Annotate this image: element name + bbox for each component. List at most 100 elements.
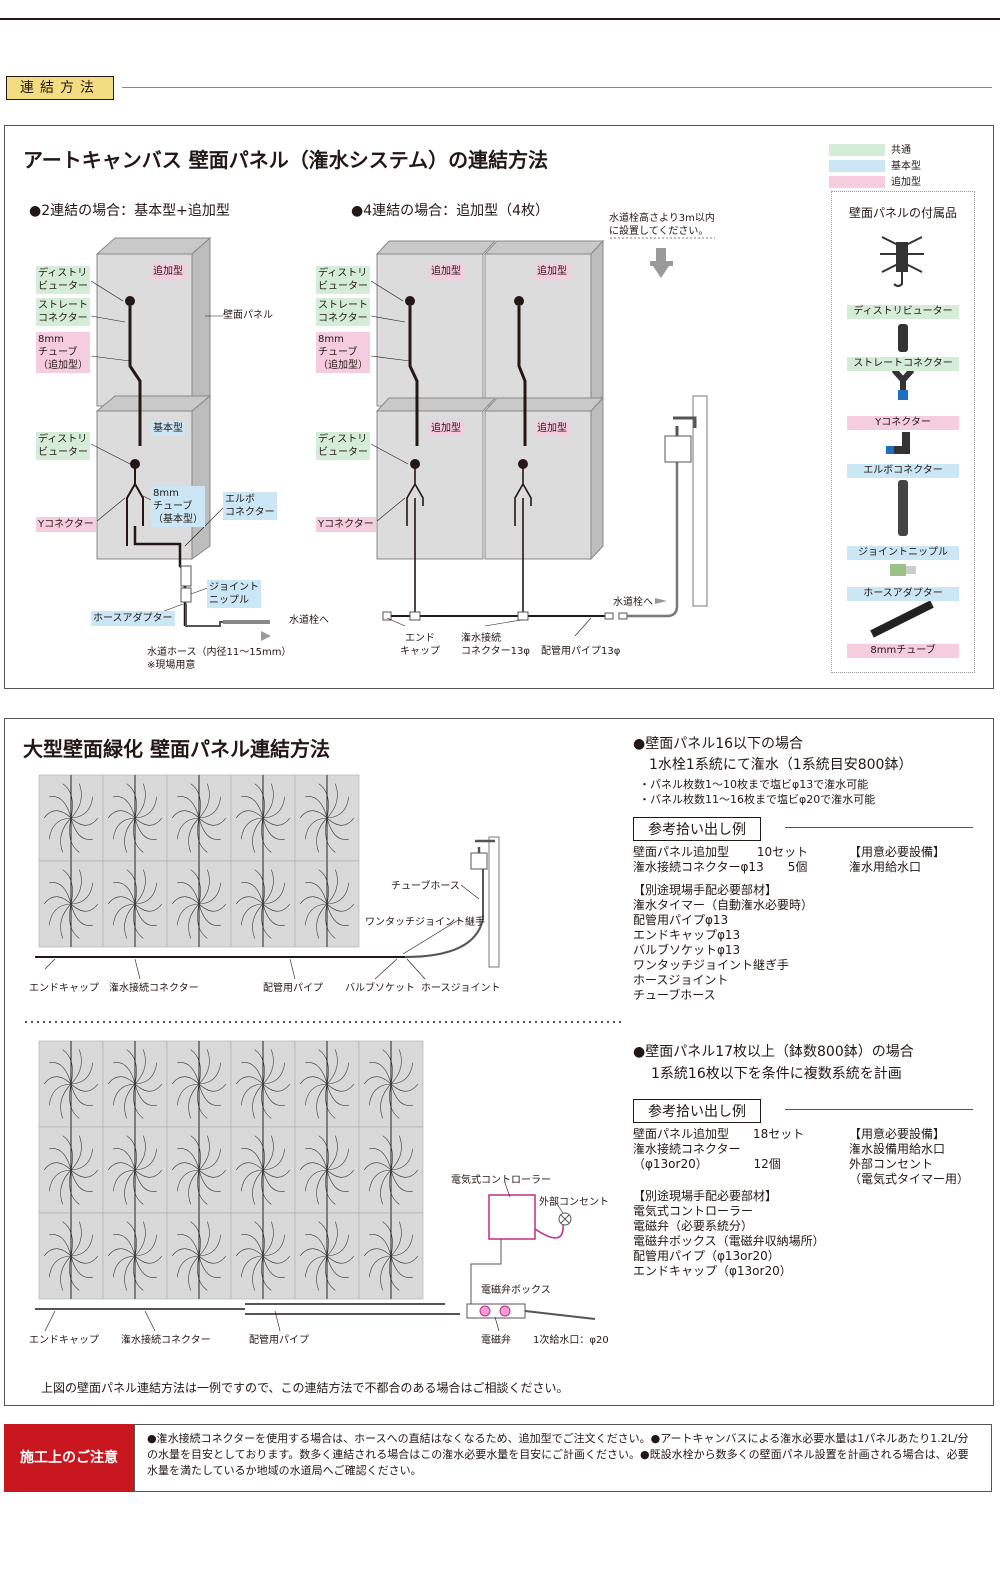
plant-sprig — [48, 1169, 72, 1192]
plant-sprig — [49, 796, 72, 819]
case2-to-tap-label: 水道栓へ — [289, 615, 329, 626]
plant-sprig — [188, 817, 200, 853]
plant-sprig — [254, 783, 265, 819]
plant-sprig — [62, 1049, 73, 1085]
plant-sprig — [369, 1062, 392, 1085]
plant-sprig — [60, 903, 72, 939]
plant-sprig — [262, 1169, 285, 1192]
plant-sprig — [134, 1255, 163, 1264]
plant-sprig — [262, 1234, 286, 1257]
plant-sprig — [240, 817, 264, 840]
plant-sprig — [62, 1135, 73, 1171]
plant-sprig — [43, 1162, 72, 1171]
plant-sprig — [390, 1169, 419, 1178]
case2-nipple-label: ジョイント ニップル — [207, 580, 261, 608]
plant-sprig — [318, 1221, 329, 1257]
plant-sprig — [70, 882, 94, 905]
case4-panels — [375, 239, 605, 561]
plant-sprig — [107, 1248, 136, 1257]
case2-straight-label: ストレート コネクター — [36, 298, 90, 326]
plant-sprig — [299, 1162, 328, 1171]
plant-sprig — [382, 1135, 393, 1171]
plant-sprig — [390, 1083, 413, 1106]
top-rule — [0, 18, 1000, 20]
distributor-icon — [880, 236, 924, 287]
plant-sprig — [43, 810, 72, 819]
plant-sprig — [43, 1248, 72, 1257]
plant-sprig — [113, 1234, 136, 1257]
case-a-heading2: 1水栓1系統にて潅水（1系統目安800鉢） — [649, 757, 913, 773]
plant-sprig — [126, 1049, 137, 1085]
legend-additional: 追加型 — [829, 174, 921, 190]
plant-sprig — [48, 903, 72, 926]
plant-sprig — [124, 1255, 136, 1291]
section-rule — [122, 87, 992, 88]
caution-label: 施工上のご注意 — [4, 1424, 134, 1492]
plant-sprig — [49, 1148, 72, 1171]
plant-sprig — [262, 1169, 291, 1178]
accessory-tube: 8mmチューブ — [847, 644, 959, 658]
plant-sprig — [188, 1169, 200, 1205]
case-b-ref-rule — [785, 1109, 973, 1110]
plant-sprig — [390, 1169, 413, 1192]
plant-sprig — [197, 817, 208, 853]
plant-sprig — [262, 796, 286, 819]
case-a-right-list: 【用意必要設備】 潅水用給水口 — [849, 845, 946, 874]
accessory-images — [870, 236, 934, 638]
plant-sprig — [133, 903, 144, 939]
plant-sprig — [198, 1169, 227, 1178]
accessories-heading: 壁面パネルの付属品 — [848, 206, 957, 220]
plant-sprig — [171, 896, 200, 905]
grid-a — [38, 774, 360, 948]
plant-sprig — [235, 1162, 264, 1171]
plant-sprig — [190, 783, 201, 819]
plant-sprig — [134, 1049, 146, 1085]
plant-sprig — [240, 1083, 264, 1106]
plant-sprig — [133, 1169, 144, 1205]
section-tab: 連結方法 — [6, 76, 114, 100]
large-wall-diagram — [25, 774, 625, 1332]
plant-sprig — [70, 1255, 93, 1278]
plant-sprig — [70, 817, 93, 840]
case-b-left-list: 壁面パネル追加型 18セット 潅水接続コネクター （φ13or20） 12個 — [633, 1127, 805, 1171]
plant-sprig — [390, 1255, 419, 1264]
plant-sprig — [126, 1221, 137, 1257]
plant-sprig — [198, 1148, 222, 1171]
plant-sprig — [107, 1162, 136, 1171]
plant-sprig — [70, 903, 99, 912]
plant-sprig — [177, 1234, 200, 1257]
accessory-hose-adapter: ホースアダプター — [847, 587, 959, 601]
plant-sprig — [70, 1083, 99, 1092]
plant-sprig — [113, 796, 136, 819]
plant-sprig — [326, 783, 338, 819]
plant-sprig — [176, 1255, 200, 1278]
case4-panel-4-label: 追加型 — [535, 421, 569, 436]
case-a-bullets: ・パネル枚数1〜10枚まで塩ビφ13で潅水可能 ・パネル枚数11〜16枚まで塩ビ… — [639, 778, 876, 806]
plant-sprig — [241, 1062, 264, 1085]
plant-sprig — [318, 783, 329, 819]
plant-sprig — [107, 896, 136, 905]
plant-sprig — [235, 1248, 264, 1257]
plant-sprig — [190, 1221, 201, 1257]
plant-sprig — [318, 869, 329, 905]
plant-sprig — [177, 1062, 200, 1085]
plant-sprig — [390, 1062, 414, 1085]
plant-sprig — [70, 1234, 94, 1257]
plant-sprig — [126, 869, 137, 905]
plant-sprig — [198, 817, 221, 840]
plant-sprig — [380, 1083, 392, 1119]
plant-sprig — [198, 1049, 210, 1085]
plant-sprig — [368, 1083, 392, 1106]
plant-sprig — [112, 903, 136, 926]
b-pipe-label: 配管用パイプ — [249, 1335, 309, 1346]
b-outlet-label: 外部コンセント — [539, 1197, 609, 1208]
plant-sprig — [197, 1083, 208, 1119]
plant-sprig — [254, 1221, 265, 1257]
plant-sprig — [113, 882, 136, 905]
plant-sprig — [70, 1169, 99, 1178]
accessories-box: 壁面パネルの付属品 ディストリビューター ストレートコネクター Yコネクター エ… — [831, 191, 975, 673]
case-b-extra-list: 【別途現場手配必要部材】 電気式コントローラー 電磁弁（必要系統分） 電磁弁ボッ… — [633, 1189, 825, 1278]
plant-sprig — [112, 1083, 136, 1106]
plant-sprig — [304, 903, 328, 926]
accessory-distributor: ディストリビューター — [847, 305, 959, 319]
